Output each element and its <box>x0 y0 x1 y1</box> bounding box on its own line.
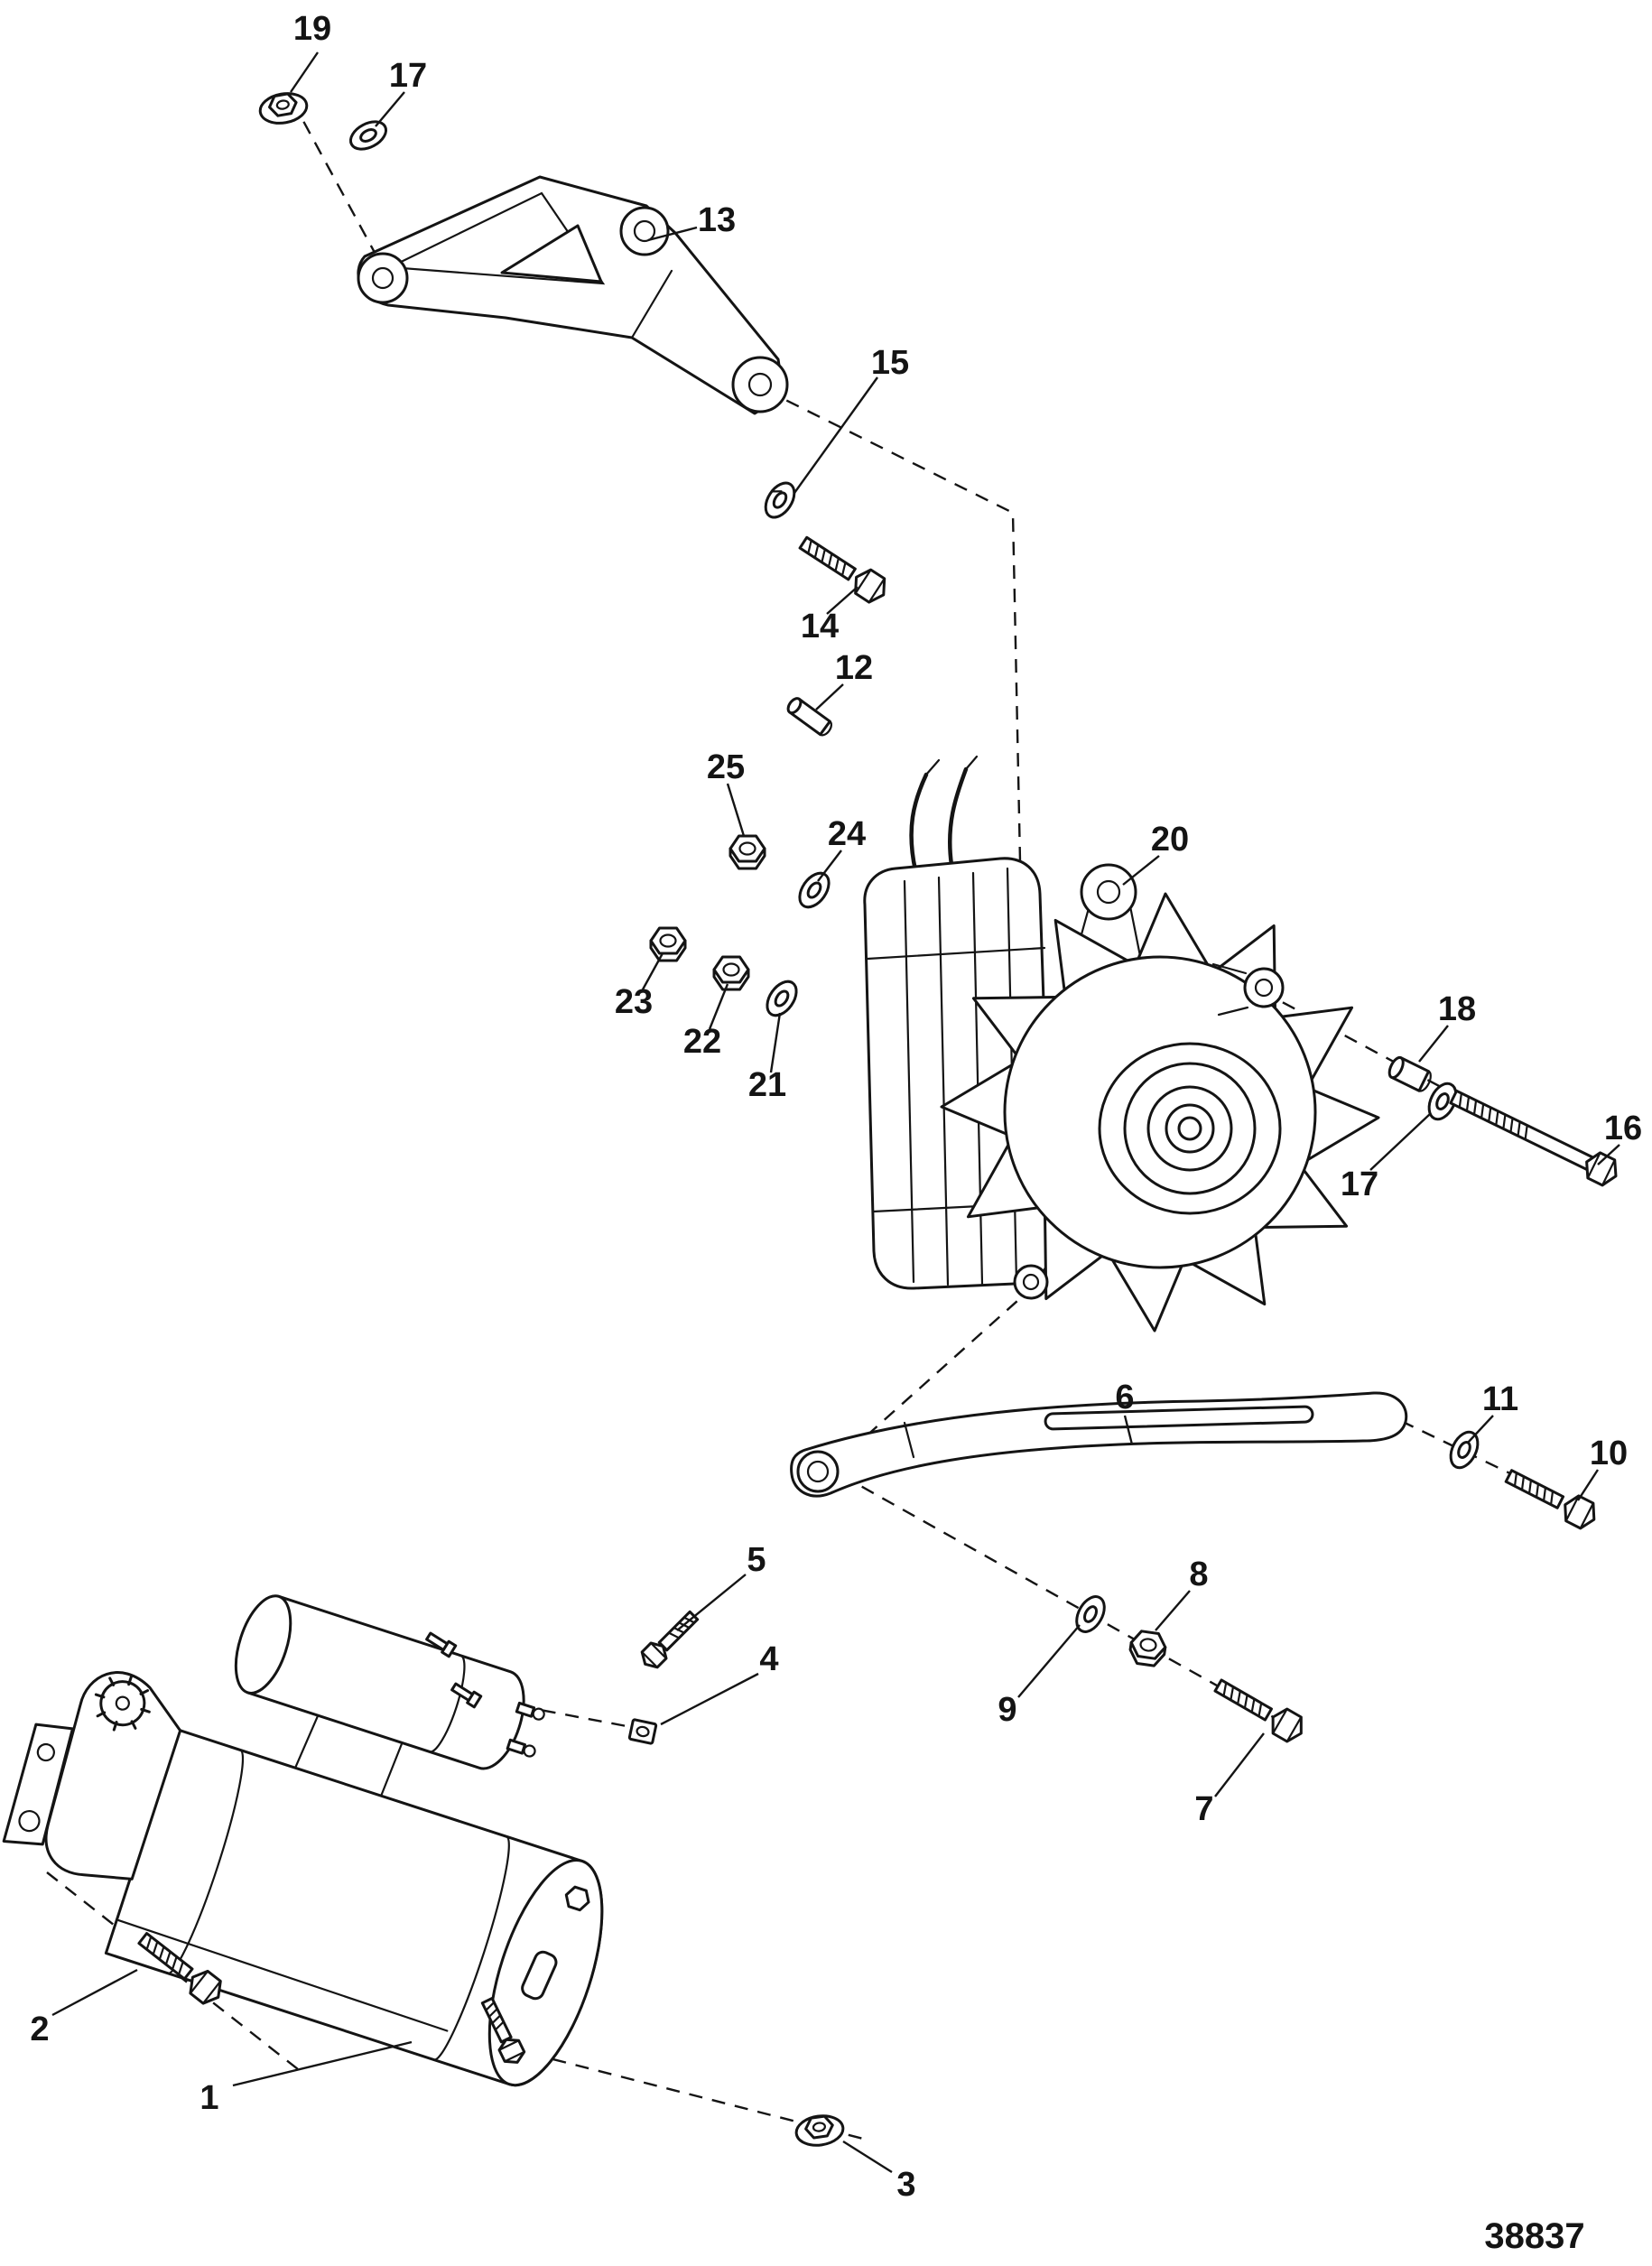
mounting-bracket <box>357 175 789 415</box>
hex-bolt-16 <box>1445 1082 1624 1191</box>
callout-2: 2 <box>30 2011 49 2048</box>
callout-labels: 19 17 13 15 14 12 25 24 23 22 21 20 18 1… <box>30 10 1642 2204</box>
callout-22: 22 <box>683 1023 721 1061</box>
callout-17-right: 17 <box>1341 1166 1378 1203</box>
square-nut-4 <box>627 1718 658 1745</box>
adjusting-arm-brace <box>790 1391 1408 1498</box>
hex-bolt-7 <box>1210 1671 1310 1748</box>
alternator-pivot-ear <box>1243 967 1285 1008</box>
lock-washer-15 <box>758 476 802 525</box>
callout-4: 4 <box>759 1640 778 1678</box>
alternator-wire <box>909 772 929 873</box>
callout-11: 11 <box>1482 1380 1518 1418</box>
hex-nut-22 <box>712 955 750 991</box>
callout-21: 21 <box>748 1066 786 1104</box>
flange-nut-3 <box>793 2112 847 2150</box>
alternator-wire <box>947 766 969 868</box>
spacer-pin-12 <box>784 694 836 739</box>
callout-13: 13 <box>698 201 736 239</box>
washer-17-top <box>344 115 393 156</box>
starter-plug <box>564 1885 590 1912</box>
callout-12: 12 <box>835 649 873 687</box>
starter-drive-gear <box>94 1675 151 1732</box>
callout-7: 7 <box>1194 1790 1213 1828</box>
alternator <box>863 755 1380 1333</box>
starter-solenoid <box>246 1594 525 1770</box>
callout-17-top: 17 <box>389 57 427 95</box>
callout-9: 9 <box>998 1691 1016 1729</box>
drawing-number: 38837 <box>1484 2216 1584 2256</box>
washer-21 <box>759 974 804 1023</box>
callout-1: 1 <box>200 2079 218 2117</box>
callout-10: 10 <box>1590 1435 1628 1472</box>
hex-bolt-14 <box>794 529 893 608</box>
alternator-bottom-lug <box>1013 1264 1049 1300</box>
callout-leader-lines <box>51 51 1620 2174</box>
callout-6: 6 <box>1115 1379 1134 1416</box>
alternator-pulley <box>1098 1042 1282 1215</box>
callout-25: 25 <box>707 748 745 786</box>
brace-slot <box>1044 1405 1314 1431</box>
hex-nut-23 <box>649 926 687 962</box>
callout-23: 23 <box>615 983 653 1021</box>
hex-bolt-10 <box>1500 1462 1602 1534</box>
callout-14: 14 <box>801 608 839 645</box>
washer-11 <box>1443 1426 1485 1474</box>
callout-20: 20 <box>1151 821 1189 859</box>
washer-24 <box>792 866 837 915</box>
callout-19: 19 <box>293 10 331 48</box>
hex-nut-8 <box>1127 1628 1169 1668</box>
flange-nut-19 <box>256 88 311 128</box>
callout-16: 16 <box>1604 1110 1642 1147</box>
callout-3: 3 <box>896 2166 915 2204</box>
callout-8: 8 <box>1189 1556 1208 1593</box>
callout-5: 5 <box>747 1541 766 1579</box>
spacer-18 <box>1385 1054 1435 1095</box>
hex-nut-25 <box>729 834 766 870</box>
alternator-mount-ear <box>1080 863 1137 921</box>
callout-15: 15 <box>871 344 909 382</box>
starter-motor <box>2 1594 604 2087</box>
callout-18: 18 <box>1438 990 1476 1028</box>
callout-24: 24 <box>828 815 866 853</box>
